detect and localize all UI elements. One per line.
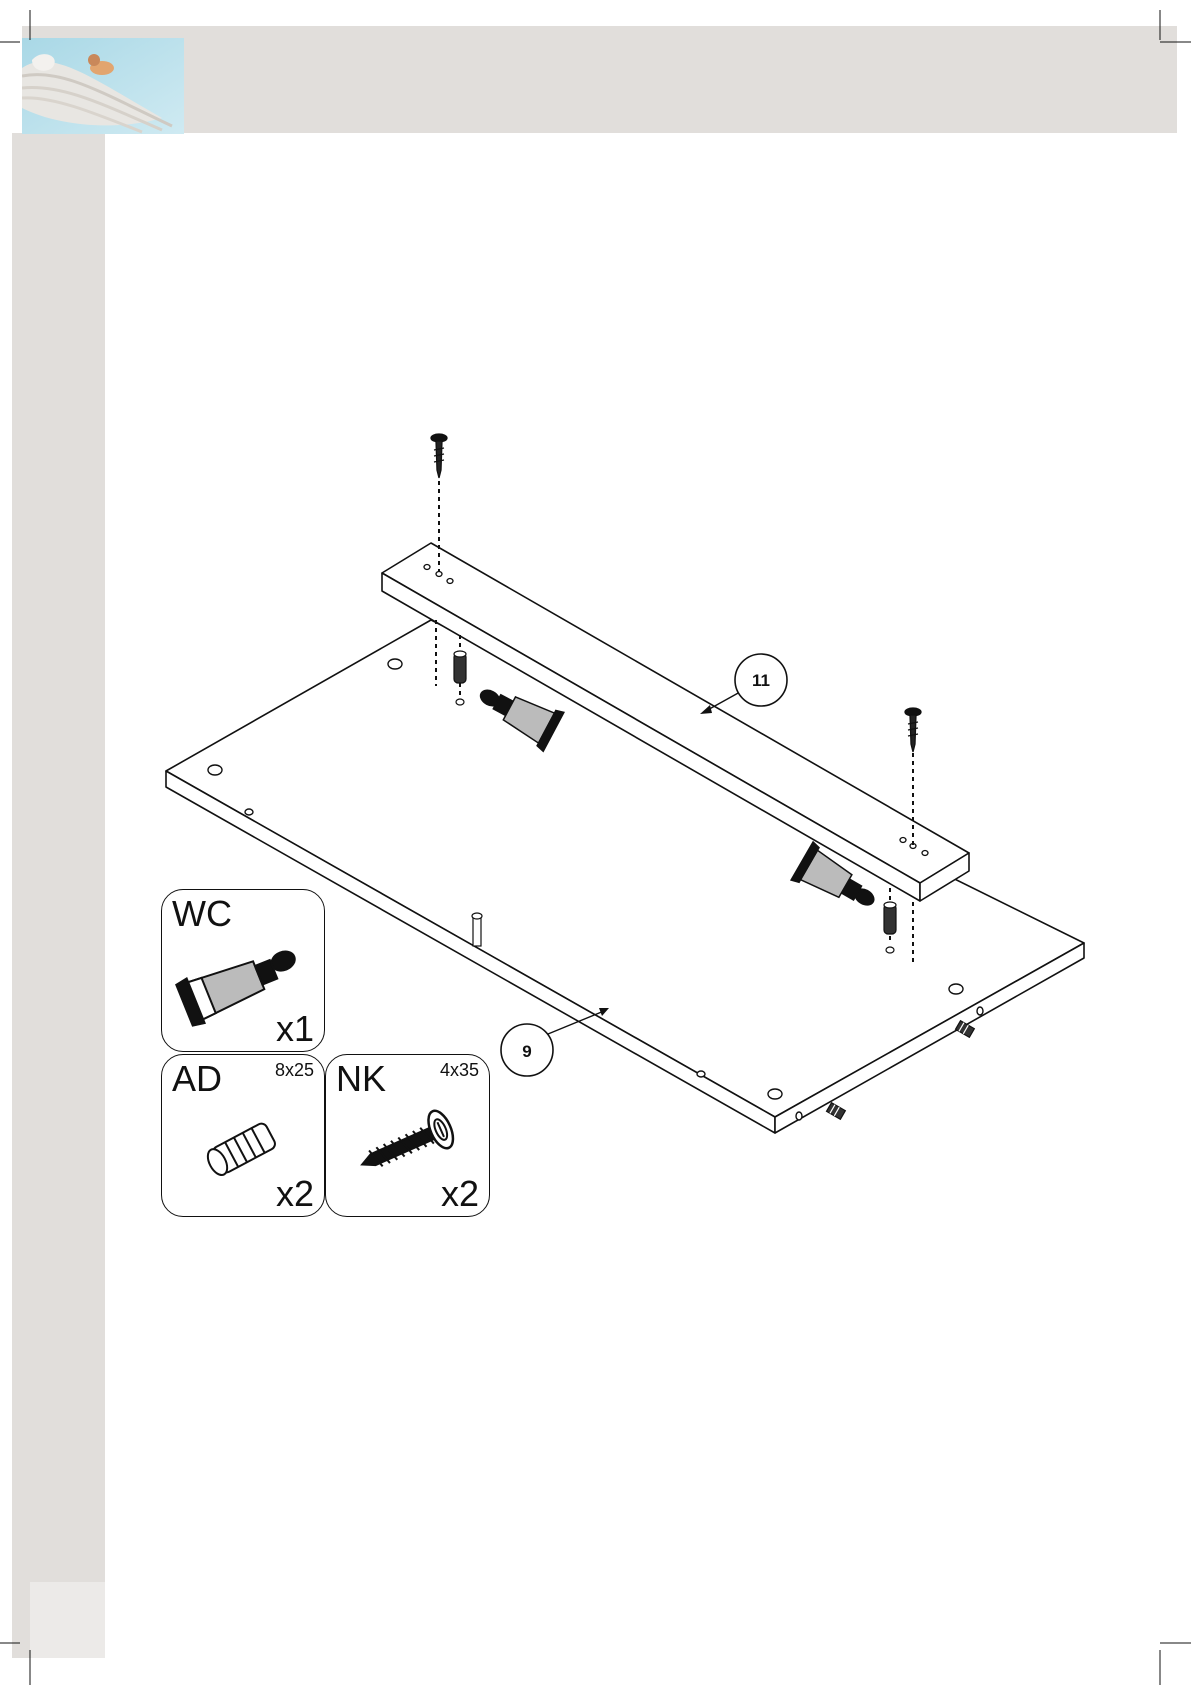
screw-nk-left [431, 434, 447, 478]
screw-nk-right [905, 708, 921, 752]
part-quantity: x1 [276, 1011, 314, 1047]
callout-11-label: 11 [752, 671, 770, 690]
part-quantity: x2 [441, 1176, 479, 1212]
part-box-nk: NK 4x35 x2 [325, 1054, 490, 1217]
part-box-wc: WC x1 [161, 889, 325, 1052]
callout-9-label: 9 [522, 1042, 531, 1061]
part-quantity: x2 [276, 1176, 314, 1212]
cam-pin [472, 913, 482, 946]
part-box-ad: AD 8x25 x2 [161, 1054, 325, 1217]
